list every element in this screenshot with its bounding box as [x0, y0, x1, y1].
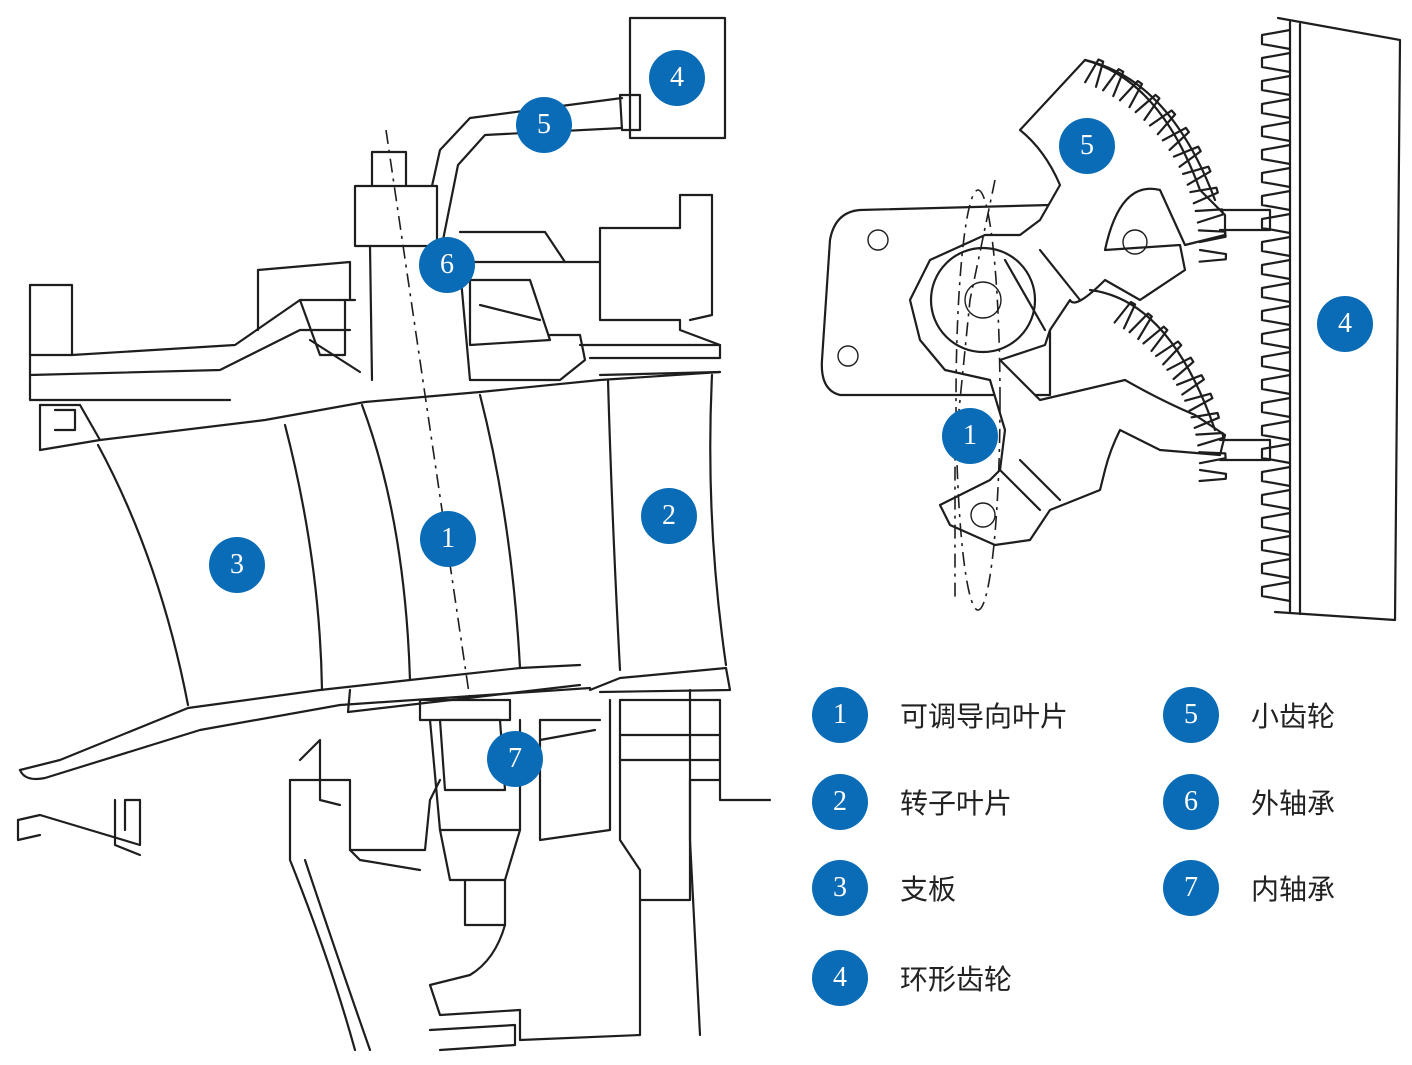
legend-badge: 4: [812, 950, 868, 1006]
callout-pinion-left: 5: [516, 97, 572, 153]
callout-inner-bearing-left: 7: [487, 731, 543, 787]
legend-item-2: 2 转子叶片: [812, 772, 1012, 832]
legend-item-3: 3 支板: [812, 858, 956, 918]
legend-badge: 7: [1163, 860, 1219, 916]
ring-gear-teeth: [1260, 28, 1292, 603]
callout-pinion-right: 5: [1059, 118, 1115, 174]
legend-badge: 1: [812, 687, 868, 743]
callout-rotor-blade-left: 2: [641, 488, 697, 544]
legend-item-6: 6 外轴承: [1163, 772, 1335, 832]
pinion-teeth-lower: [1113, 300, 1228, 483]
callout-strut-left: 3: [209, 537, 265, 593]
legend-badge: 2: [812, 774, 868, 830]
legend-badge: 3: [812, 860, 868, 916]
legend-label: 外轴承: [1251, 787, 1336, 820]
left-cross-section: [16, 16, 772, 1052]
legend-item-7: 7 内轴承: [1163, 858, 1335, 918]
legend-label: 转子叶片: [900, 787, 1013, 820]
callout-igv-left: 1: [420, 511, 476, 567]
callout-ring-gear-right: 4: [1317, 296, 1373, 352]
callout-ring-gear-left: 4: [649, 50, 705, 106]
legend-label: 支板: [900, 873, 957, 906]
pinion-teeth-upper: [1084, 58, 1228, 263]
right-gear-detail: [820, 16, 1402, 622]
legend-label: 环形齿轮: [900, 963, 1013, 996]
legend-label: 可调导向叶片: [900, 700, 1069, 733]
legend-badge: 6: [1163, 774, 1219, 830]
callout-igv-right: 1: [942, 408, 998, 464]
callout-outer-bearing-left: 6: [419, 237, 475, 293]
legend-badge: 5: [1163, 687, 1219, 743]
legend-label: 内轴承: [1251, 873, 1336, 906]
legend-item-4: 4 环形齿轮: [812, 948, 1012, 1008]
legend-label: 小齿轮: [1251, 700, 1336, 733]
legend-item-5: 5 小齿轮: [1163, 685, 1335, 745]
legend-item-1: 1 可调导向叶片: [812, 685, 1068, 745]
